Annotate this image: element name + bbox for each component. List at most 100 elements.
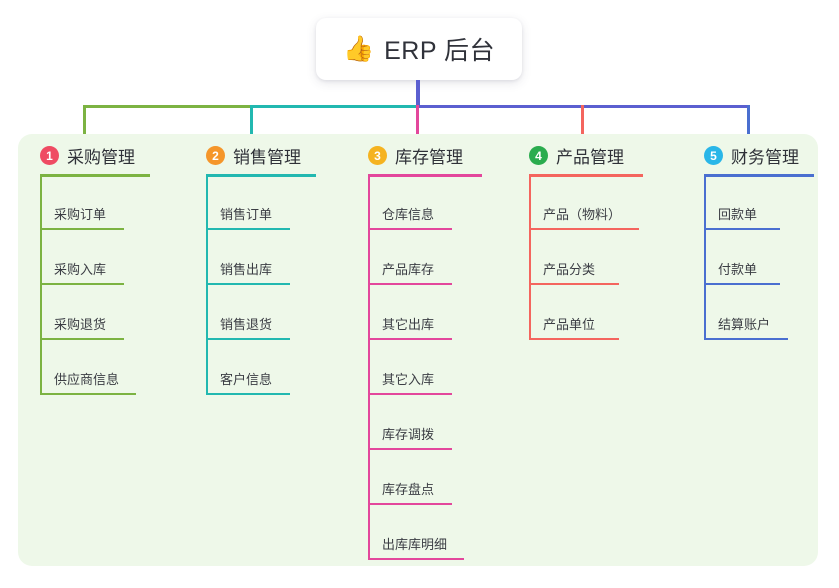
leaf-node-label: 采购订单 bbox=[54, 207, 107, 222]
branch-header-5[interactable]: 5 财务管理 bbox=[704, 143, 799, 168]
leaf-node-underline bbox=[40, 228, 124, 230]
leaf-node[interactable]: 出库库明细 bbox=[368, 530, 484, 560]
leaf-node-label: 销售订单 bbox=[220, 207, 273, 222]
branch-spine bbox=[704, 177, 706, 340]
leaf-node-label: 客户信息 bbox=[220, 372, 273, 387]
leaf-node-label: 库存调拨 bbox=[382, 427, 435, 442]
connector-bus-segment-2 bbox=[250, 105, 416, 108]
leaf-node-label: 产品单位 bbox=[543, 317, 596, 332]
leaf-node-label: 回款单 bbox=[718, 207, 758, 222]
branch-header-1[interactable]: 1 采购管理 bbox=[40, 143, 135, 168]
branch-header-underline bbox=[40, 174, 150, 177]
leaf-node[interactable]: 销售出库 bbox=[206, 255, 310, 285]
leaf-node-label: 其它入库 bbox=[382, 372, 435, 387]
leaf-node-underline bbox=[40, 393, 136, 395]
connector-drop-3 bbox=[416, 105, 419, 153]
leaf-node[interactable]: 采购入库 bbox=[40, 255, 144, 285]
connector-bus-segment-1 bbox=[83, 105, 250, 108]
leaf-node[interactable]: 产品分类 bbox=[529, 255, 639, 285]
branch-spine bbox=[529, 177, 531, 340]
leaf-node-underline bbox=[206, 283, 290, 285]
leaf-node-label: 产品（物料） bbox=[543, 207, 622, 222]
leaf-node-underline bbox=[206, 228, 290, 230]
branch-number-badge: 1 bbox=[40, 146, 59, 165]
leaf-node-label: 销售出库 bbox=[220, 262, 273, 277]
leaf-node-underline bbox=[368, 448, 452, 450]
leaf-node-underline bbox=[704, 228, 780, 230]
branch-spine bbox=[40, 177, 42, 395]
leaf-node[interactable]: 客户信息 bbox=[206, 365, 310, 395]
leaf-node-underline bbox=[529, 228, 639, 230]
leaf-node-underline bbox=[704, 283, 780, 285]
leaf-node-underline bbox=[529, 338, 619, 340]
leaf-node-label: 销售退货 bbox=[220, 317, 273, 332]
leaf-node-underline bbox=[206, 393, 290, 395]
branch-header-label: 采购管理 bbox=[67, 148, 135, 167]
connector-drop-4 bbox=[581, 105, 584, 153]
leaf-node-underline bbox=[529, 283, 619, 285]
leaf-node-label: 仓库信息 bbox=[382, 207, 435, 222]
leaf-node[interactable]: 产品单位 bbox=[529, 310, 639, 340]
leaf-node-underline bbox=[368, 503, 452, 505]
leaf-node-label: 库存盘点 bbox=[382, 482, 435, 497]
leaf-node-underline bbox=[368, 558, 464, 560]
leaf-node[interactable]: 库存调拨 bbox=[368, 420, 472, 450]
connector-drop-5 bbox=[747, 105, 750, 153]
leaf-node[interactable]: 供应商信息 bbox=[40, 365, 156, 395]
leaf-node-label: 结算账户 bbox=[718, 317, 771, 332]
leaf-node[interactable]: 产品（物料） bbox=[529, 200, 659, 230]
leaf-node[interactable]: 产品库存 bbox=[368, 255, 472, 285]
leaf-node[interactable]: 其它入库 bbox=[368, 365, 472, 395]
leaf-node-label: 出库库明细 bbox=[382, 537, 448, 552]
leaf-node[interactable]: 采购订单 bbox=[40, 200, 144, 230]
branch-spine bbox=[206, 177, 208, 395]
leaf-node-underline bbox=[368, 283, 452, 285]
branch-header-underline bbox=[206, 174, 316, 177]
connector-drop-2 bbox=[250, 105, 253, 153]
branch-header-underline bbox=[368, 174, 482, 177]
branch-header-underline bbox=[529, 174, 643, 177]
thumbs-up-icon: 👍 bbox=[342, 34, 375, 63]
leaf-node-underline bbox=[368, 338, 452, 340]
branch-header-label: 产品管理 bbox=[556, 148, 624, 167]
branch-header-label: 库存管理 bbox=[395, 148, 463, 167]
leaf-node-underline bbox=[206, 338, 290, 340]
branch-spine bbox=[368, 177, 370, 560]
leaf-node-label: 产品分类 bbox=[543, 262, 596, 277]
leaf-node-label: 供应商信息 bbox=[54, 372, 120, 387]
branches-panel: 1 采购管理采购订单采购入库采购退货供应商信息 2 销售管理销售订单销售出库销售退货客… bbox=[18, 134, 818, 566]
root-node-card[interactable]: 👍 ERP 后台 bbox=[316, 18, 522, 80]
branch-header-underline bbox=[704, 174, 814, 177]
branch-header-label: 销售管理 bbox=[233, 148, 301, 167]
branch-header-2[interactable]: 2 销售管理 bbox=[206, 143, 301, 168]
branch-number-badge: 5 bbox=[704, 146, 723, 165]
leaf-node[interactable]: 采购退货 bbox=[40, 310, 144, 340]
leaf-node[interactable]: 其它出库 bbox=[368, 310, 472, 340]
leaf-node[interactable]: 回款单 bbox=[704, 200, 800, 230]
leaf-node-underline bbox=[368, 228, 452, 230]
branch-header-3[interactable]: 3 库存管理 bbox=[368, 143, 463, 168]
leaf-node-label: 付款单 bbox=[718, 262, 758, 277]
branch-header-4[interactable]: 4 产品管理 bbox=[529, 143, 624, 168]
branch-number-badge: 2 bbox=[206, 146, 225, 165]
leaf-node-underline bbox=[40, 283, 124, 285]
leaf-node-underline bbox=[40, 338, 124, 340]
leaf-node-underline bbox=[368, 393, 452, 395]
leaf-node[interactable]: 仓库信息 bbox=[368, 200, 472, 230]
connector-drop-1 bbox=[83, 105, 86, 153]
leaf-node-underline bbox=[704, 338, 788, 340]
leaf-node[interactable]: 销售退货 bbox=[206, 310, 310, 340]
root-connector-stem bbox=[416, 80, 420, 108]
leaf-node[interactable]: 结算账户 bbox=[704, 310, 808, 340]
root-node-title: ERP 后台 bbox=[384, 37, 496, 65]
leaf-node[interactable]: 库存盘点 bbox=[368, 475, 472, 505]
leaf-node[interactable]: 付款单 bbox=[704, 255, 800, 285]
branch-number-badge: 3 bbox=[368, 146, 387, 165]
leaf-node[interactable]: 销售订单 bbox=[206, 200, 310, 230]
branch-number-badge: 4 bbox=[529, 146, 548, 165]
leaf-node-label: 产品库存 bbox=[382, 262, 435, 277]
branch-header-label: 财务管理 bbox=[731, 148, 799, 167]
leaf-node-label: 采购退货 bbox=[54, 317, 107, 332]
leaf-node-label: 其它出库 bbox=[382, 317, 435, 332]
